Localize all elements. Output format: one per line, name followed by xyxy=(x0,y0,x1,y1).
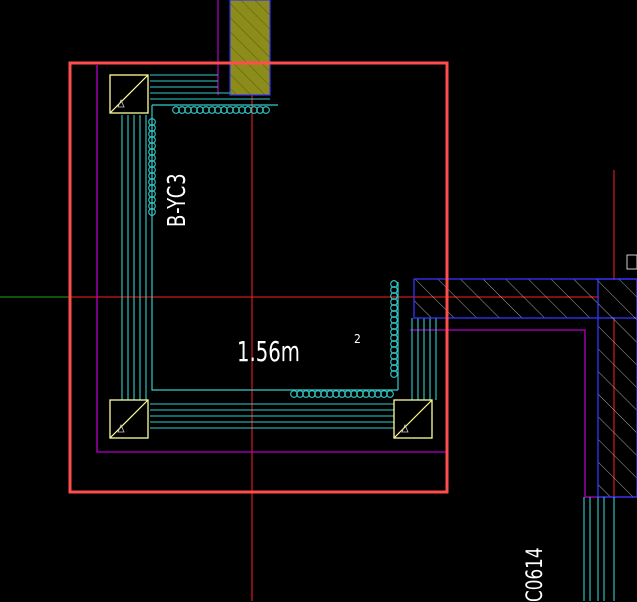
window-code-label: C0614 xyxy=(523,547,548,602)
rebar-coil-icon xyxy=(202,106,210,114)
rebar-coil-icon xyxy=(148,154,156,162)
rebar-coil-icon xyxy=(374,390,382,398)
rebar-coil-icon xyxy=(196,106,204,114)
rebar-coil-icon xyxy=(148,184,156,192)
rebar-coil-icon xyxy=(390,304,398,312)
rebar-coil-icon xyxy=(344,390,352,398)
rebar-coil-icon xyxy=(232,106,240,114)
rebar-coil-icon xyxy=(386,390,394,398)
rebar-coil-icon xyxy=(338,390,346,398)
rebar-coil-icon xyxy=(302,390,310,398)
rebar-coil-icon xyxy=(184,106,192,114)
rebar-coil-icon xyxy=(332,390,340,398)
rebar-coil-icon xyxy=(296,390,304,398)
rebar-coil-icon xyxy=(380,390,388,398)
rebar-coil-icon xyxy=(148,160,156,168)
rebar-coil-icon xyxy=(148,172,156,180)
rebar-coil-icon xyxy=(208,106,216,114)
rebar-coil-icon xyxy=(390,298,398,306)
rebar-coil-icon xyxy=(390,346,398,354)
rebar-coil-icon xyxy=(390,358,398,366)
rebar-coil-icon xyxy=(390,340,398,348)
rebar-coil-icon xyxy=(308,390,316,398)
rebar-coil-icon xyxy=(148,124,156,132)
column-hatch-icon xyxy=(393,399,433,439)
area-value-label: 1.56m xyxy=(237,335,300,368)
rebar-outline xyxy=(151,105,398,391)
rebar-coil-icon xyxy=(148,118,156,126)
rebar-coil-icon xyxy=(262,106,270,114)
columns xyxy=(109,74,433,439)
wall-lines-left xyxy=(121,115,147,400)
rebar-coil-icon xyxy=(148,148,156,156)
rebar-coil-icon xyxy=(314,390,322,398)
rebar-coil-icon xyxy=(148,202,156,210)
rebar-coil-icon xyxy=(190,106,198,114)
rebar-coils xyxy=(148,106,398,398)
rebar-coil-icon xyxy=(368,390,376,398)
small-marker xyxy=(626,254,637,270)
rebar-coil-icon xyxy=(390,280,398,288)
rebar-coil-icon xyxy=(220,106,228,114)
rebar-coil-icon xyxy=(390,310,398,318)
element-tag-label: B-YC3 xyxy=(162,172,191,227)
rebar-coil-icon xyxy=(148,142,156,150)
wall-lines-bottom xyxy=(150,403,394,429)
rebar-coil-icon xyxy=(148,166,156,174)
rebar-coil-icon xyxy=(214,106,222,114)
magenta-outline xyxy=(96,65,446,453)
rebar-coil-icon xyxy=(356,390,364,398)
rebar-coil-icon xyxy=(148,196,156,204)
rebar-coil-icon xyxy=(290,390,298,398)
rebar-coil-icon xyxy=(390,322,398,330)
rebar-coil-icon xyxy=(390,286,398,294)
rebar-coil-icon xyxy=(390,328,398,336)
rebar-coil-icon xyxy=(390,370,398,378)
wall-lines-lower-right xyxy=(583,497,615,601)
rebar-coil-icon xyxy=(148,190,156,198)
top-wall-block xyxy=(229,0,271,96)
rebar-coil-icon xyxy=(148,136,156,144)
column-hatch-icon xyxy=(109,399,149,439)
wall-lines-right xyxy=(411,318,437,400)
area-superscript-label: 2 xyxy=(354,332,361,346)
rebar-coil-icon xyxy=(172,106,180,114)
rebar-coil-icon xyxy=(390,352,398,360)
rebar-coil-icon xyxy=(390,292,398,300)
rebar-coil-icon xyxy=(148,178,156,186)
rebar-coil-icon xyxy=(226,106,234,114)
rebar-coil-icon xyxy=(244,106,252,114)
rebar-coil-icon xyxy=(362,390,370,398)
rebar-coil-icon xyxy=(238,106,246,114)
rebar-coil-icon xyxy=(320,390,328,398)
rebar-coil-icon xyxy=(178,106,186,114)
rebar-coil-icon xyxy=(256,106,264,114)
rebar-coil-icon xyxy=(326,390,334,398)
rebar-coil-icon xyxy=(390,364,398,372)
rebar-coil-icon xyxy=(390,334,398,342)
rebar-coil-icon xyxy=(148,208,156,216)
hatched-wall-right xyxy=(413,278,637,498)
rebar-coil-icon xyxy=(390,316,398,324)
selection-box[interactable] xyxy=(68,61,449,494)
wall-lines-top xyxy=(150,74,270,100)
rebar-coil-icon xyxy=(148,130,156,138)
rebar-coil-icon xyxy=(350,390,358,398)
column-hatch-icon xyxy=(109,74,149,114)
rebar-coil-icon xyxy=(250,106,258,114)
